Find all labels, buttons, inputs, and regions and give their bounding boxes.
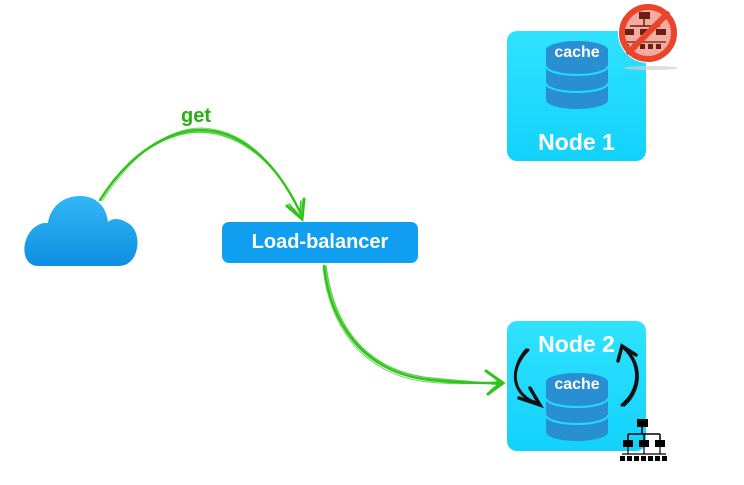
node-2-label: Node 2 (538, 331, 615, 357)
request-arrow-to-lb (98, 127, 306, 223)
load-balancer: Load-balancer (222, 222, 418, 263)
database-icon-node-2: cache (545, 373, 609, 441)
request-arrow-to-node2 (322, 264, 506, 396)
cache-label-node-1: cache (554, 44, 599, 61)
database-icon-node-1: cache (545, 41, 609, 109)
get-label: get (181, 105, 211, 127)
node-1-label: Node 1 (538, 129, 615, 155)
network-tree-icon (620, 419, 667, 461)
cache-label-node-2: cache (554, 376, 599, 393)
cloud-icon (24, 196, 138, 266)
cache-cycle-arrow-right (616, 343, 639, 407)
no-symbol-icon (618, 3, 678, 70)
cache-cycle-arrow-left (513, 348, 544, 409)
